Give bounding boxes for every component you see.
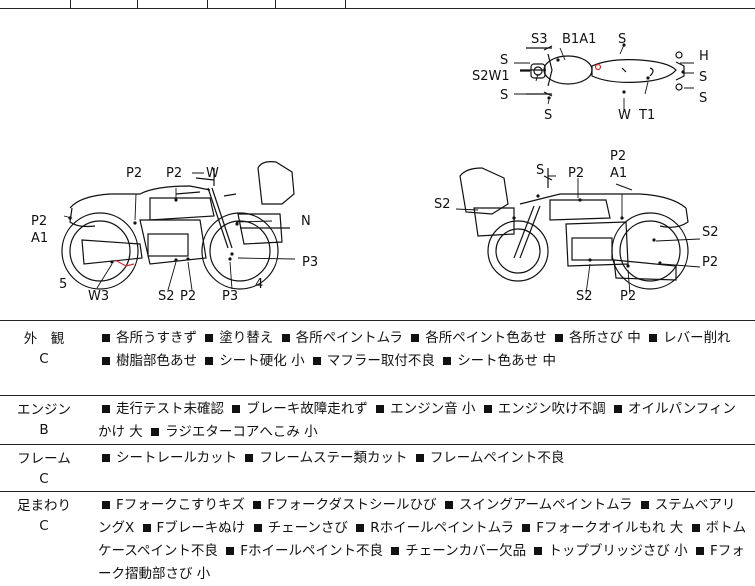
label-5: 5 [59, 277, 67, 292]
label-s: S [699, 91, 707, 106]
section-exterior: 外 観 C 各所うすきず 塗り替え 各所ペイントムラ 各所ペイント色あせ 各所さ… [0, 321, 755, 396]
header-divider [207, 0, 208, 8]
label-w: W [618, 108, 631, 123]
header-divider [345, 0, 346, 8]
category-label: 足まわり [17, 498, 71, 514]
header-divider [275, 0, 276, 8]
section-suspension: 足まわり C Fフォークこすりキズ Fフォークダストシールひび スイングアームペ… [0, 492, 755, 582]
list-item: レバー削れ [645, 330, 731, 346]
label-p2: P2 [702, 255, 718, 270]
label-s: S [699, 70, 707, 85]
grade-label: C [39, 351, 49, 367]
list-item: ステムベアリングX [98, 497, 736, 536]
list-item: シートレールカット [98, 450, 237, 466]
label-p3: P3 [302, 255, 318, 270]
list-item: フレームステー類カット [241, 450, 408, 466]
label-p2: P2 [126, 166, 142, 181]
label-s: S [500, 88, 508, 103]
list-item: マフラー取付不良 [309, 353, 435, 369]
top-view-motorcycle [520, 45, 685, 97]
label-4: 4 [255, 277, 263, 292]
label-s: S [500, 53, 508, 68]
list-item: 走行テスト未確認 [98, 401, 224, 417]
label-a1: A1 [610, 166, 627, 181]
label-s2: S2 [702, 225, 719, 240]
label-p2: P2 [180, 289, 196, 304]
label-p2: P2 [610, 149, 626, 164]
list-item: 塗り替え [201, 330, 273, 346]
list-item: チェーンカバー欠品 [387, 543, 526, 559]
list-item: フレームペイント不良 [412, 450, 564, 466]
label-w: W [206, 166, 219, 181]
label-p2: P2 [620, 289, 636, 304]
grade-label: C [39, 471, 49, 487]
list-item: シート色あせ 中 [439, 353, 556, 369]
section-category: 足まわり C [0, 496, 88, 536]
list-item: シート硬化 小 [201, 353, 305, 369]
section-description: Fフォークこすりキズ Fフォークダストシールひび スイングアームペイントムラ ス… [98, 494, 747, 586]
category-label: フレーム [17, 451, 71, 467]
section-category: 外 観 C [0, 329, 88, 369]
list-item: 各所ペイント色あせ [407, 330, 547, 346]
section-description: 各所うすきず 塗り替え 各所ペイントムラ 各所ペイント色あせ 各所さび 中 レバ… [98, 327, 747, 373]
section-description: 走行テスト未確認 ブレーキ故障走れず エンジン音 小 エンジン吹け不調 オイルパ… [98, 398, 747, 444]
grade-label: C [39, 518, 49, 534]
list-item: エンジン音 小 [372, 401, 475, 417]
list-item: Fフォークダストシールひび [249, 497, 437, 513]
label-s2: S2 [434, 197, 451, 212]
label-b1a1: B1A1 [562, 32, 596, 47]
label-h: H [699, 49, 709, 64]
list-item: オイルパンフィンかけ 大 [98, 401, 736, 440]
category-label: エンジン [17, 402, 71, 418]
header-divider [70, 0, 71, 8]
label-p2: P2 [568, 166, 584, 181]
list-item: Fフォークオイルもれ 大 [518, 520, 683, 536]
list-item: ラジエターコアへこみ 小 [147, 424, 318, 440]
list-item: トップブリッジさび 小 [530, 543, 688, 559]
label-p2: P2 [31, 214, 47, 229]
category-label: 外 観 [23, 331, 65, 347]
section-category: フレーム C [0, 449, 88, 489]
section-engine: エンジン B 走行テスト未確認 ブレーキ故障走れず エンジン音 小 エンジン吹け… [0, 396, 755, 445]
label-w3: W3 [88, 289, 109, 304]
label-s2: S2 [576, 289, 593, 304]
label-s: S [618, 32, 626, 47]
list-item: ボトムケースペイント不良 [98, 520, 747, 559]
label-a1: A1 [31, 231, 48, 246]
left-view-motorcycle [61, 161, 295, 290]
list-item: チェーンさび [250, 520, 348, 536]
label-t1: T1 [638, 108, 655, 123]
list-item: Fフォークこすりキズ [98, 497, 245, 513]
list-item: 各所ペイントムラ [278, 330, 403, 346]
right-view-motorcycle [459, 167, 689, 290]
header-divider [137, 0, 138, 8]
section-frame: フレーム C シートレールカット フレームステー類カット フレームペイント不良 [0, 445, 755, 492]
list-item: ブレーキ故障走れず [228, 401, 368, 417]
list-item: エンジン吹け不調 [480, 401, 606, 417]
list-item: Fホイールペイント不良 [222, 543, 383, 559]
grade-label: B [39, 422, 49, 438]
label-s2: S2 [158, 289, 175, 304]
list-item: 樹脂部色あせ [98, 353, 197, 369]
section-category: エンジン B [0, 400, 88, 440]
label-p3: P3 [222, 289, 238, 304]
list-item: スイングアームペイントムラ [441, 497, 632, 513]
label-n: N [301, 214, 311, 229]
label-s: S [536, 163, 544, 178]
label-p2: P2 [166, 166, 182, 181]
label-s2w1: S2W1 [472, 69, 510, 84]
list-item: 各所うすきず [98, 330, 197, 346]
section-description: シートレールカット フレームステー類カット フレームペイント不良 [98, 447, 747, 470]
damage-diagram: S S3 B1A1 S H S2W1 S S S S W T1 P2 P2 W … [0, 8, 755, 321]
label-s: S [544, 108, 552, 123]
motorcycle-diagrams-svg: S S3 B1A1 S H S2W1 S S S S W T1 P2 P2 W … [31, 32, 719, 304]
list-item: Rホイールペイントムラ [352, 520, 514, 536]
label-s3: S3 [531, 32, 548, 47]
header-strip [0, 0, 755, 9]
list-item: 各所さび 中 [551, 330, 641, 346]
list-item: Fブレーキぬけ [139, 520, 245, 536]
